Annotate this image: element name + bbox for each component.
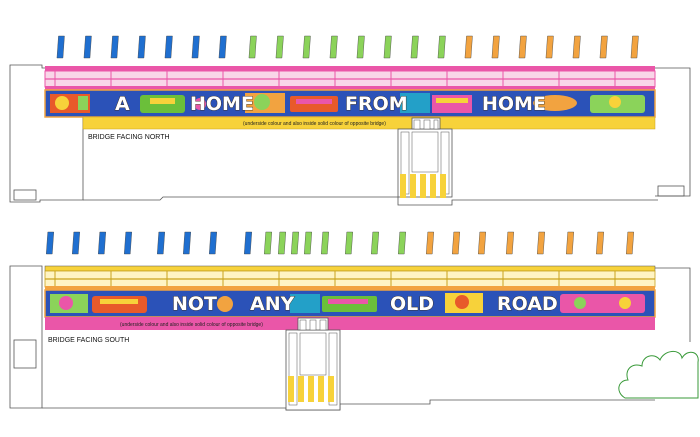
south-word-road: ROAD: [497, 293, 559, 316]
svg-text:FROM: FROM: [345, 93, 408, 115]
south-color-bar: [264, 231, 272, 255]
south-color-bar: [209, 231, 217, 255]
north-color-bar: [164, 35, 173, 59]
svg-text:HOME: HOME: [190, 93, 254, 115]
south-color-bar: [46, 231, 54, 255]
svg-text:ROAD: ROAD: [497, 293, 558, 315]
north-color-bar: [110, 35, 119, 59]
north-railing-base: [45, 86, 655, 90]
north-color-bar: [137, 35, 146, 59]
north-color-bar: [437, 35, 446, 59]
svg-text:ANY: ANY: [250, 293, 295, 315]
south-railing-base: [45, 286, 655, 290]
north-mural-decor: [50, 93, 645, 113]
south-color-bar: [291, 231, 299, 255]
north-color-bar: [545, 35, 554, 59]
north-right-abutment: [655, 67, 691, 197]
north-color-bar: [599, 35, 608, 59]
south-railing-posts: [54, 271, 616, 287]
south-word-any: ANY: [250, 293, 295, 316]
north-ground-line: [83, 196, 658, 206]
south-color-bar: [371, 231, 379, 255]
south-left-abutment: [9, 265, 43, 409]
north-color-bar: [329, 35, 338, 59]
north-color-bar: [218, 35, 227, 59]
south-shrub: [618, 351, 699, 399]
svg-text:A: A: [115, 93, 130, 115]
south-color-bar: [98, 231, 106, 255]
south-ground-line: [42, 399, 655, 411]
north-color-bar: [275, 35, 284, 59]
south-right-abutment: [655, 267, 691, 342]
north-pier: [397, 117, 453, 198]
south-side-label: BRIDGE FACING SOUTH: [48, 337, 129, 344]
south-pier: [285, 317, 341, 411]
north-word-from: FROM: [345, 93, 408, 116]
south-left-abutment-base: [13, 339, 37, 369]
north-color-bar: [383, 35, 392, 59]
north-word-home: HOME: [190, 93, 255, 116]
north-color-bar: [248, 35, 257, 59]
south-underside-caption: (underside colour and also inside solid …: [120, 322, 263, 328]
south-color-bar: [278, 231, 286, 255]
north-bridge: A HOME FROM HOME (underside colour and a…: [9, 35, 691, 206]
south-color-bar: [566, 231, 574, 255]
north-color-bar: [491, 35, 500, 59]
north-color-bar: [191, 35, 200, 59]
south-color-bar: [345, 231, 353, 255]
svg-text:OLD: OLD: [390, 293, 434, 315]
south-color-bar: [626, 231, 634, 255]
south-color-bar: [506, 231, 514, 255]
north-word-a: A: [115, 93, 131, 116]
south-color-bar: [426, 231, 434, 255]
north-color-bar: [518, 35, 527, 59]
south-color-bar: [321, 231, 329, 255]
south-color-bar: [244, 231, 252, 255]
south-color-bar: [124, 231, 132, 255]
north-right-abutment-base: [657, 185, 685, 197]
south-color-bar: [183, 231, 191, 255]
north-color-bar: [410, 35, 419, 59]
north-color-bar: [83, 35, 92, 59]
svg-text:HOME: HOME: [482, 93, 546, 115]
north-color-bar: [56, 35, 65, 59]
north-railing-top: [45, 66, 655, 71]
north-underside: [82, 116, 656, 130]
svg-text:NOT: NOT: [172, 293, 217, 315]
north-left-abutment-base: [13, 189, 37, 201]
north-color-bar: [356, 35, 365, 59]
south-railing-top: [44, 265, 656, 272]
north-color-bar: [464, 35, 473, 59]
south-color-bar: [72, 231, 80, 255]
south-word-not: NOT: [172, 293, 218, 316]
south-color-bars: [46, 231, 634, 255]
north-railing-posts: [54, 71, 616, 87]
north-color-bar: [572, 35, 581, 59]
south-mural-decor: [50, 293, 645, 313]
south-word-old: OLD: [390, 293, 435, 316]
south-color-bar: [304, 231, 312, 255]
north-underside-caption: (underside colour and also inside solid …: [243, 121, 386, 127]
south-underside: [45, 317, 655, 330]
north-side-label: BRIDGE FACING NORTH: [88, 134, 170, 141]
south-color-bar: [398, 231, 406, 255]
north-word-home-2: HOME: [482, 93, 547, 116]
south-color-bar: [157, 231, 165, 255]
north-color-bar: [630, 35, 639, 59]
south-color-bar: [452, 231, 460, 255]
south-color-bar: [596, 231, 604, 255]
south-color-bar: [537, 231, 545, 255]
north-color-bars: [56, 35, 639, 59]
north-color-bar: [302, 35, 311, 59]
south-color-bar: [478, 231, 486, 255]
south-bridge: NOT ANY OLD ROAD (underside colour and a…: [9, 231, 699, 411]
